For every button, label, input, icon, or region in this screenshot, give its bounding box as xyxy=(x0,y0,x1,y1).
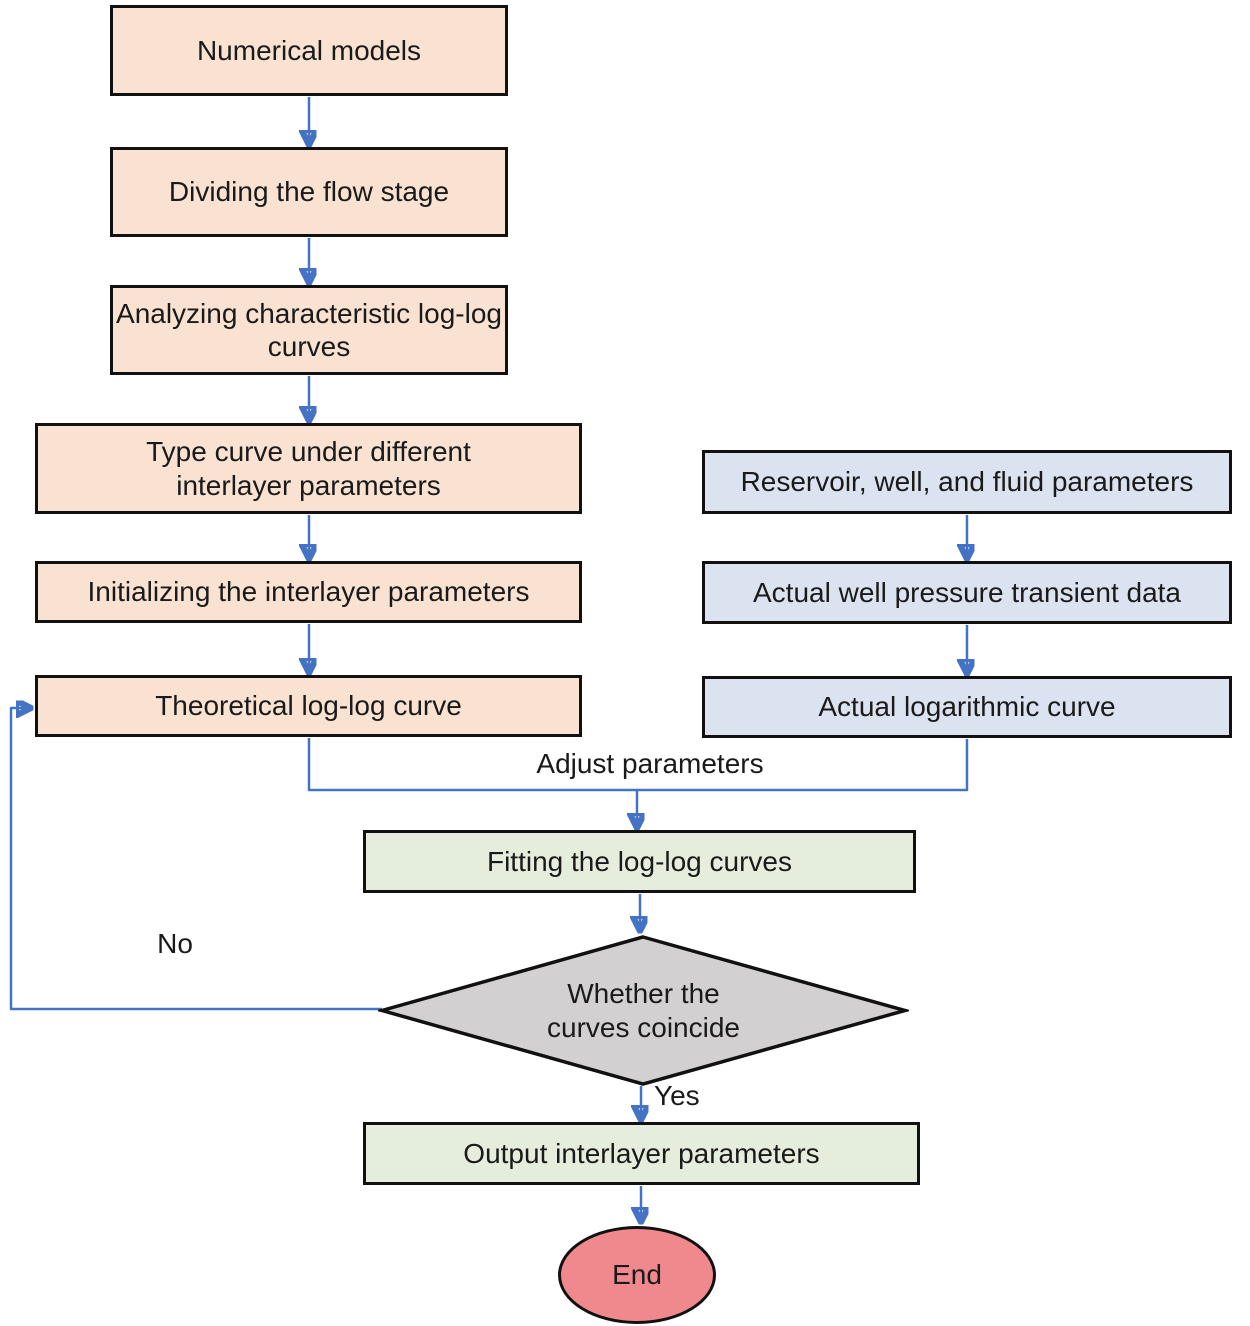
node-reservoir-parameters: Reservoir, well, and fluid parameters xyxy=(702,450,1232,514)
node-type-curve-label: Type curve under different interlayer pa… xyxy=(146,436,471,501)
node-output-parameters: Output interlayer parameters xyxy=(363,1122,920,1185)
decision-diamond-shape xyxy=(378,935,909,1086)
node-dividing-flow-stage: Dividing the flow stage xyxy=(110,147,508,237)
node-dividing-flow-stage-label: Dividing the flow stage xyxy=(168,176,450,208)
node-end: End xyxy=(558,1226,716,1324)
node-initializing-parameters: Initializing the interlayer parameters xyxy=(35,561,582,623)
edge-label-adjust-parameters: Adjust parameters xyxy=(536,748,764,779)
node-analyzing-loglog-curves-label: Analyzing characteristic log-log curves xyxy=(116,297,502,362)
node-fitting-curves: Fitting the log-log curves xyxy=(363,830,916,893)
node-theoretical-curve-label: Theoretical log-log curve xyxy=(155,690,462,722)
node-actual-well-data: Actual well pressure transient data xyxy=(702,561,1232,624)
node-numerical-models-label: Numerical models xyxy=(196,34,422,66)
edge-decision-no-loop xyxy=(9,708,382,1011)
node-reservoir-parameters-label: Reservoir, well, and fluid parameters xyxy=(740,466,1194,498)
node-numerical-models: Numerical models xyxy=(110,5,508,96)
node-output-parameters-label: Output interlayer parameters xyxy=(463,1137,820,1169)
node-actual-well-data-label: Actual well pressure transient data xyxy=(753,576,1181,608)
edge-label-yes: Yes xyxy=(654,1080,700,1111)
node-end-label: End xyxy=(612,1259,662,1291)
node-decision-coincide-label: Whether the curves coincide xyxy=(547,977,740,1043)
edge-label-no: No xyxy=(157,928,193,959)
node-theoretical-curve: Theoretical log-log curve xyxy=(35,675,582,737)
node-initializing-parameters-label: Initializing the interlayer parameters xyxy=(87,576,530,608)
node-decision-coincide: Whether the curves coincide xyxy=(378,933,909,1088)
node-actual-logarithmic-curve: Actual logarithmic curve xyxy=(702,676,1232,738)
node-actual-logarithmic-curve-label: Actual logarithmic curve xyxy=(818,691,1116,723)
node-analyzing-loglog-curves: Analyzing characteristic log-log curves xyxy=(110,285,508,375)
node-type-curve: Type curve under different interlayer pa… xyxy=(35,423,582,514)
node-fitting-curves-label: Fitting the log-log curves xyxy=(486,845,793,877)
